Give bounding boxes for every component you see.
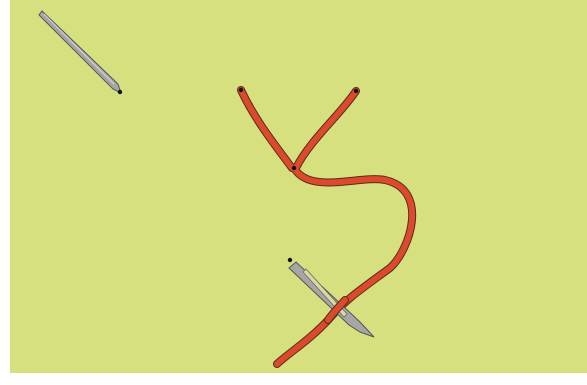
board-canvas <box>10 0 587 373</box>
rope-pin-right <box>354 89 358 93</box>
board-background <box>10 0 587 373</box>
game-board <box>10 0 587 373</box>
needle-pin <box>288 258 292 262</box>
rope-knot <box>292 166 296 170</box>
rope-pin-left <box>239 88 243 92</box>
needle-pin <box>118 90 122 94</box>
